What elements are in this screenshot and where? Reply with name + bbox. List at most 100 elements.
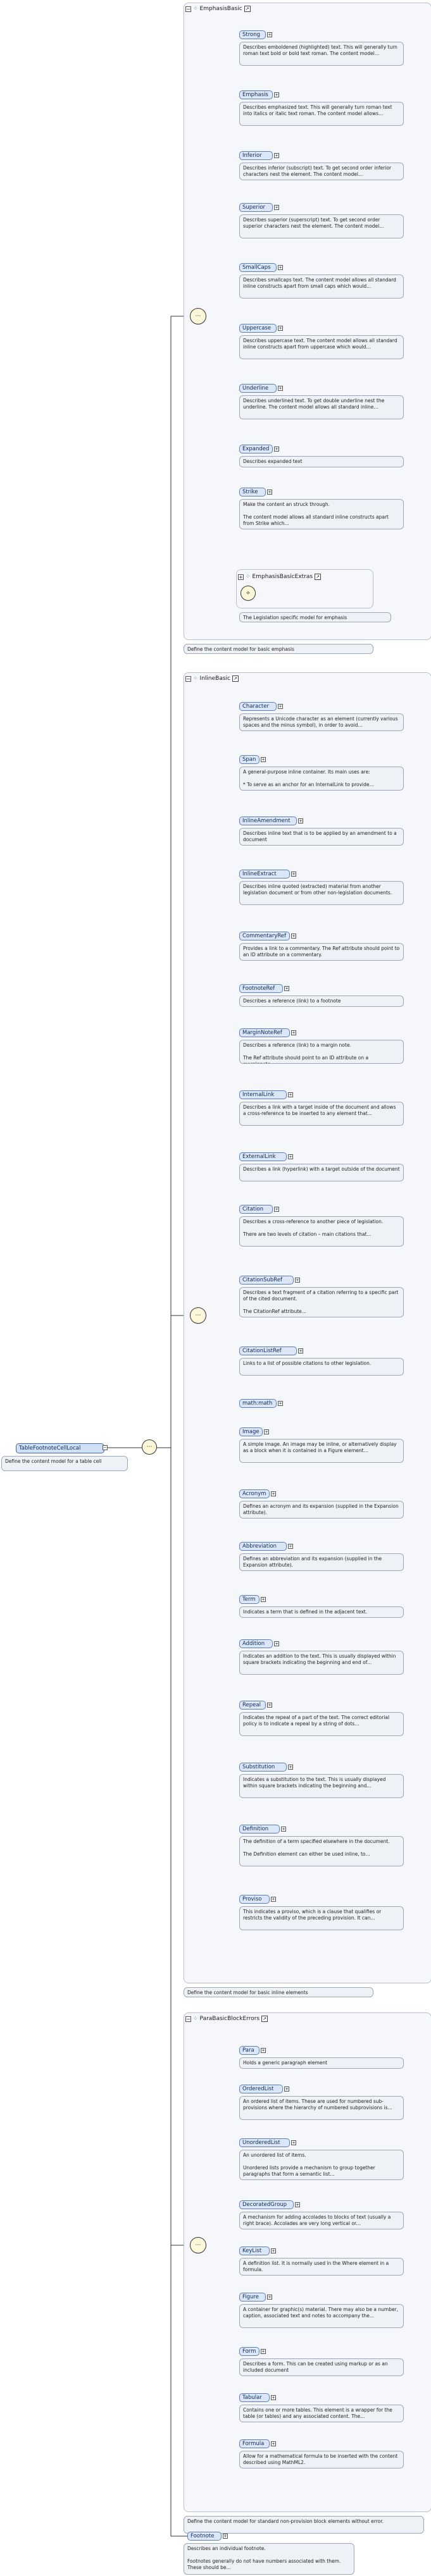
collapse-toggle[interactable]: − <box>185 675 191 682</box>
expand-toggle[interactable]: + <box>274 1207 279 1212</box>
expand-toggle[interactable]: + <box>298 818 303 823</box>
expand-toggle[interactable]: + <box>274 92 279 97</box>
element-formula[interactable]: Formula <box>239 2439 270 2448</box>
element-inlineextract[interactable]: InlineExtract <box>239 870 290 878</box>
expand-toggle[interactable]: + <box>295 1278 300 1283</box>
element-emphasis[interactable]: Emphasis <box>239 90 273 99</box>
element-citationlistref[interactable]: CitationListRef <box>239 1347 297 1355</box>
expand-toggle[interactable]: + <box>298 1348 303 1353</box>
expand-toggle[interactable]: + <box>261 2048 266 2053</box>
expand-toggle[interactable]: + <box>278 1401 283 1406</box>
footnote-description: Describes an individual footnote. Footno… <box>184 2543 354 2575</box>
expand-toggle[interactable]: + <box>288 1154 293 1159</box>
element-description: The definition of a term specified elsew… <box>239 1836 404 1866</box>
expand-toggle[interactable]: + <box>278 704 283 709</box>
link-icon[interactable]: ↗ <box>244 6 251 12</box>
collapse-toggle[interactable]: − <box>185 6 191 12</box>
element-substitution[interactable]: Substitution <box>239 1763 287 1772</box>
group-title[interactable]: EmphasisBasic <box>199 6 242 12</box>
element-commentaryref[interactable]: CommentaryRef <box>239 932 290 940</box>
expand-toggle[interactable]: + <box>267 2295 272 2300</box>
expand-toggle[interactable]: + <box>295 2202 300 2207</box>
expand-toggle[interactable]: + <box>278 386 283 391</box>
expand-toggle[interactable]: + <box>291 2140 296 2145</box>
group-title[interactable]: ParaBasicBlockErrors <box>199 2016 260 2022</box>
expand-toggle[interactable]: + <box>274 447 279 452</box>
element-description: Links to a list of possible citations to… <box>239 1358 404 1376</box>
element-addition[interactable]: Addition <box>239 1639 273 1648</box>
expand-toggle[interactable]: + <box>274 153 279 158</box>
element-footnote[interactable]: Footnote <box>187 2532 222 2541</box>
element-strike[interactable]: Strike <box>239 488 266 496</box>
element-tabular[interactable]: Tabular <box>239 2393 270 2402</box>
element-strong[interactable]: Strong <box>239 30 266 39</box>
element-inferior[interactable]: Inferior <box>239 151 273 160</box>
element-inlineamendment[interactable]: InlineAmendment <box>239 817 297 825</box>
expand-toggle[interactable]: + <box>271 1491 276 1496</box>
link-icon[interactable]: ↗ <box>232 675 239 682</box>
element-footnoteref[interactable]: FootnoteRef <box>239 984 283 993</box>
element-underline[interactable]: Underline <box>239 384 277 393</box>
element-math-math[interactable]: math:math <box>239 1399 277 1408</box>
element-marginnoteref[interactable]: MarginNoteRef <box>239 1028 290 1037</box>
link-icon[interactable]: ↗ <box>315 574 322 580</box>
expand-toggle[interactable]: + <box>284 2086 289 2092</box>
expand-toggle[interactable]: + <box>288 1765 293 1770</box>
element-decoratedgroup[interactable]: DecoratedGroup <box>239 2200 294 2209</box>
element-externallink[interactable]: ExternalLink <box>239 1152 287 1161</box>
link-icon[interactable]: ↗ <box>261 2016 268 2022</box>
expand-toggle[interactable]: + <box>281 1827 286 1832</box>
element-expanded[interactable]: Expanded <box>239 445 273 453</box>
expand-toggle[interactable]: + <box>261 2349 266 2354</box>
expand-toggle[interactable]: + <box>278 326 283 331</box>
element-citation[interactable]: Citation <box>239 1205 273 1214</box>
element-proviso[interactable]: Proviso <box>239 1895 270 1904</box>
expand-toggle[interactable]: + <box>271 2248 276 2253</box>
expand-toggle[interactable]: + <box>291 934 296 939</box>
expand-toggle[interactable]: + <box>291 872 296 877</box>
expand-toggle[interactable]: + <box>267 32 272 37</box>
element-definition[interactable]: Definition <box>239 1825 280 1833</box>
expand-toggle[interactable]: + <box>264 1429 269 1434</box>
element-keylist[interactable]: KeyList <box>239 2246 270 2255</box>
element-para[interactable]: Para <box>239 2046 259 2055</box>
expand-toggle[interactable]: + <box>267 1703 272 1708</box>
element-figure[interactable]: Figure <box>239 2293 266 2302</box>
extras-group-title[interactable]: EmphasisBasicExtras <box>252 574 313 580</box>
expand-toggle[interactable]: + <box>261 757 266 762</box>
element-unorderedlist[interactable]: UnorderedList <box>239 2138 290 2147</box>
collapse-toggle[interactable]: − <box>185 2016 191 2022</box>
element-repeal[interactable]: Repeal <box>239 1701 266 1710</box>
expand-toggle[interactable]: + <box>267 490 272 495</box>
element-span[interactable]: Span <box>239 755 259 764</box>
expand-toggle[interactable]: + <box>271 2441 276 2446</box>
element-acronym[interactable]: Acronym <box>239 1489 270 1498</box>
element-internallink[interactable]: InternalLink <box>239 1090 287 1099</box>
expand-toggle[interactable]: + <box>284 986 289 991</box>
expand-toggle[interactable]: + <box>288 1092 293 1097</box>
element-uppercase[interactable]: Uppercase <box>239 324 277 333</box>
expand-toggle[interactable]: + <box>274 205 279 210</box>
group-title[interactable]: InlineBasic <box>199 675 230 682</box>
element-form[interactable]: Form <box>239 2347 259 2356</box>
expand-toggle[interactable]: + <box>278 265 283 270</box>
expand-toggle[interactable]: + <box>261 1597 266 1602</box>
expand-toggle[interactable]: + <box>238 574 244 580</box>
root-node[interactable]: TableFootnoteCellLocal <box>16 1443 104 1453</box>
element-orderedlist[interactable]: OrderedList <box>239 2085 283 2093</box>
expand-toggle[interactable]: + <box>271 2395 276 2400</box>
element-superior[interactable]: Superior <box>239 203 273 212</box>
expand-toggle[interactable]: + <box>271 1897 276 1902</box>
element-term[interactable]: Term <box>239 1595 259 1604</box>
element-character[interactable]: Character <box>239 702 277 711</box>
expand-toggle[interactable]: + <box>288 1544 293 1549</box>
group-description: Define the content model for basic empha… <box>184 644 373 654</box>
element-citationsubref[interactable]: CitationSubRef <box>239 1276 294 1285</box>
expand-toggle[interactable]: − <box>103 1445 108 1450</box>
expand-toggle[interactable]: + <box>274 1641 279 1646</box>
expand-toggle[interactable]: + <box>223 2534 228 2539</box>
element-image[interactable]: Image <box>239 1427 263 1436</box>
element-smallcaps[interactable]: SmallCaps <box>239 263 277 272</box>
element-abbreviation[interactable]: Abbreviation <box>239 1542 287 1551</box>
expand-toggle[interactable]: + <box>291 1030 296 1035</box>
